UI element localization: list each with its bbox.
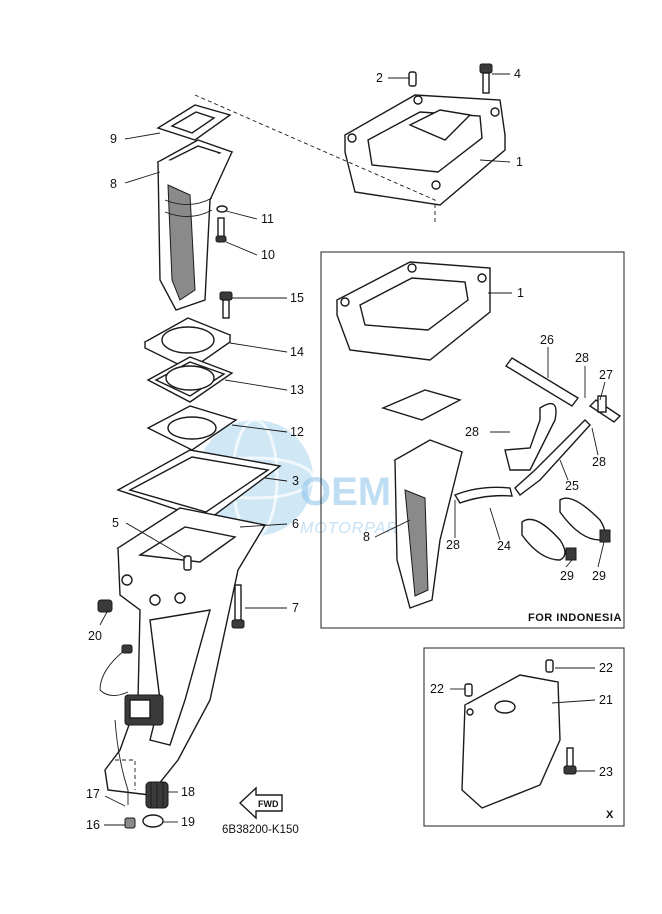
diagram-code: 6B38200-K150 — [222, 824, 299, 836]
callout-12: 12 — [290, 425, 304, 439]
callout-23: 23 — [599, 765, 613, 779]
callout-9: 9 — [110, 132, 117, 146]
part-gasket-inset[interactable] — [380, 389, 462, 421]
callout-14: 14 — [290, 345, 304, 359]
part-grommet-20[interactable] — [97, 599, 113, 613]
part-anode-18[interactable] — [145, 781, 169, 809]
part-hose-26[interactable] — [504, 357, 580, 407]
callout-13: 13 — [290, 383, 304, 397]
callout-22: 22 — [430, 682, 444, 696]
part-exhaust-guide-inset[interactable] — [393, 439, 464, 609]
callout-1: 1 — [517, 286, 524, 300]
part-bracket-top[interactable] — [344, 94, 506, 206]
callout-3: 3 — [292, 474, 299, 488]
callout-1: 1 — [516, 155, 523, 169]
part-upper-casing[interactable] — [104, 507, 267, 796]
part-gasket-top[interactable] — [156, 104, 232, 141]
callout-6: 6 — [292, 517, 299, 531]
callouts: 1 1 2 3 4 5 6 7 8 8 9 10 11 12 13 14 15 … — [86, 67, 613, 832]
callout-28: 28 — [465, 425, 479, 439]
callout-18: 18 — [181, 785, 195, 799]
part-bolt-top[interactable] — [479, 63, 493, 94]
part-clip-19[interactable] — [142, 814, 164, 828]
callout-28: 28 — [446, 538, 460, 552]
alignment-line-top — [194, 94, 436, 225]
callout-29: 29 — [560, 569, 574, 583]
callout-17: 17 — [86, 787, 100, 801]
callout-2: 2 — [376, 71, 383, 85]
callout-16: 16 — [86, 818, 100, 832]
part-gasket-13[interactable] — [146, 356, 234, 403]
part-dowel-22a[interactable] — [545, 659, 554, 673]
part-band-29a[interactable] — [521, 518, 577, 561]
callout-5: 5 — [112, 516, 119, 530]
watermark-sub: MOTORPARTS — [300, 520, 421, 537]
callout-4: 4 — [514, 67, 521, 81]
part-lead-wire[interactable] — [99, 644, 133, 805]
part-bracket-inset[interactable] — [336, 261, 491, 361]
part-dowel-5[interactable] — [183, 555, 192, 571]
callout-24: 24 — [497, 539, 511, 553]
part-cover-21[interactable] — [461, 674, 561, 809]
callout-20: 20 — [88, 629, 102, 643]
callout-8: 8 — [363, 530, 370, 544]
part-bolt-23[interactable] — [563, 747, 577, 775]
fwd-arrow-icon: FWD — [238, 786, 283, 820]
part-plate-14[interactable] — [143, 317, 232, 371]
part-washer[interactable] — [216, 205, 228, 213]
callout-27: 27 — [599, 368, 613, 382]
inset-box-x — [423, 647, 625, 827]
callout-29: 29 — [592, 569, 606, 583]
part-bolt-15[interactable] — [219, 291, 233, 319]
fwd-label: FWD — [258, 799, 279, 809]
callout-22: 22 — [599, 661, 613, 675]
part-screw-16[interactable] — [124, 817, 136, 829]
part-gasket-12[interactable] — [146, 405, 238, 451]
leader-lines — [99, 73, 606, 826]
callout-10: 10 — [261, 248, 275, 262]
callout-7: 7 — [292, 601, 299, 615]
callout-19: 19 — [181, 815, 195, 829]
inset-box-indonesia — [320, 251, 625, 629]
callout-21: 21 — [599, 693, 613, 707]
part-tee-27[interactable] — [588, 395, 622, 423]
callout-26: 26 — [540, 333, 554, 347]
callout-8: 8 — [110, 177, 117, 191]
callout-15: 15 — [290, 291, 304, 305]
callout-28: 28 — [592, 455, 606, 469]
part-dowel-pin[interactable] — [408, 71, 417, 87]
part-exhaust-guide[interactable] — [156, 139, 234, 311]
part-bolt-10[interactable] — [215, 217, 227, 243]
part-hose-25[interactable] — [504, 402, 591, 496]
callout-28: 28 — [575, 351, 589, 365]
watermark-brand: OEM — [300, 470, 391, 514]
part-dowel-22b[interactable] — [464, 683, 473, 697]
inset-label-x: X — [606, 809, 614, 821]
part-band-29b[interactable] — [559, 497, 611, 543]
part-hose-24[interactable] — [453, 486, 513, 504]
part-bolt-7[interactable] — [231, 584, 245, 629]
callout-25: 25 — [565, 479, 579, 493]
callout-11: 11 — [261, 212, 274, 226]
inset-label-indonesia: FOR INDONESIA — [528, 612, 622, 624]
